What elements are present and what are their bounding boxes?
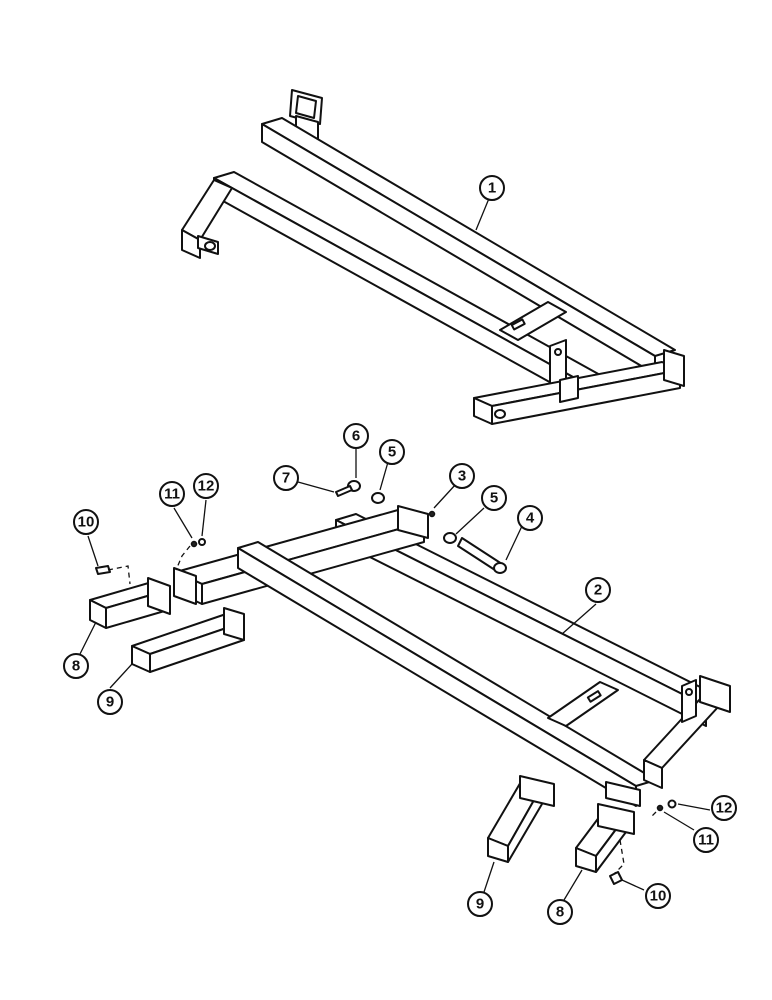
leader-lines <box>79 195 711 901</box>
pin-4 <box>457 537 507 574</box>
callout-12-right: 12 <box>711 795 737 821</box>
callout-4: 4 <box>517 505 543 531</box>
nut-11-left <box>190 540 198 548</box>
callout-label: 11 <box>698 832 714 849</box>
callout-label: 12 <box>716 800 733 817</box>
callout-label: 10 <box>650 888 667 905</box>
tube-8-left <box>89 577 171 629</box>
washer-5-upper <box>371 492 385 504</box>
callout-label: 5 <box>490 490 498 507</box>
bolt-10-right <box>609 871 623 885</box>
callout-label: 4 <box>526 510 535 527</box>
callout-9-left: 9 <box>97 689 123 715</box>
callout-label: 2 <box>594 582 602 599</box>
callout-7: 7 <box>273 465 299 491</box>
callout-label: 7 <box>282 470 290 487</box>
tube-9-left <box>131 607 245 673</box>
grease-fitting-3 <box>428 510 436 518</box>
frame-assembly-lower <box>175 505 731 807</box>
callout-label: 12 <box>198 478 215 495</box>
callout-label: 5 <box>388 444 396 461</box>
callout-9-right: 9 <box>467 891 493 917</box>
frame-assembly-upper <box>181 89 685 425</box>
assembly-line-right-2 <box>649 811 657 819</box>
plate-left <box>173 567 197 605</box>
callout-10-right: 10 <box>645 883 671 909</box>
tube-9-right <box>487 775 555 863</box>
washer-12-right <box>667 799 677 809</box>
callout-label: 9 <box>106 694 114 711</box>
callout-label: 6 <box>352 428 360 445</box>
callout-3: 3 <box>449 463 475 489</box>
callout-label: 10 <box>78 514 95 531</box>
callout-label: 8 <box>72 658 80 675</box>
callout-11-left: 11 <box>159 481 185 507</box>
cotter-pin-7 <box>335 485 353 497</box>
callout-10-left: 10 <box>73 509 99 535</box>
callout-8-left: 8 <box>63 653 89 679</box>
callout-label: 3 <box>458 468 466 485</box>
callout-6: 6 <box>343 423 369 449</box>
callout-label: 1 <box>488 180 496 197</box>
callout-label: 11 <box>164 486 180 503</box>
tube-8-right <box>575 803 635 873</box>
callout-1: 1 <box>479 175 505 201</box>
nut-11-right <box>656 804 664 812</box>
assembly-line-left <box>107 565 131 585</box>
callout-5-upper: 5 <box>379 439 405 465</box>
callout-5-lower: 5 <box>481 485 507 511</box>
washer-12-left <box>198 538 206 546</box>
assembly-line-left-2 <box>175 545 191 571</box>
callout-11-right: 11 <box>693 827 719 853</box>
callout-2: 2 <box>585 577 611 603</box>
callout-12-left: 12 <box>193 473 219 499</box>
bolt-10-left <box>95 565 111 575</box>
washer-5-lower <box>443 532 457 544</box>
callout-8-right: 8 <box>547 899 573 925</box>
callout-label: 9 <box>476 896 484 913</box>
callout-label: 8 <box>556 904 564 921</box>
